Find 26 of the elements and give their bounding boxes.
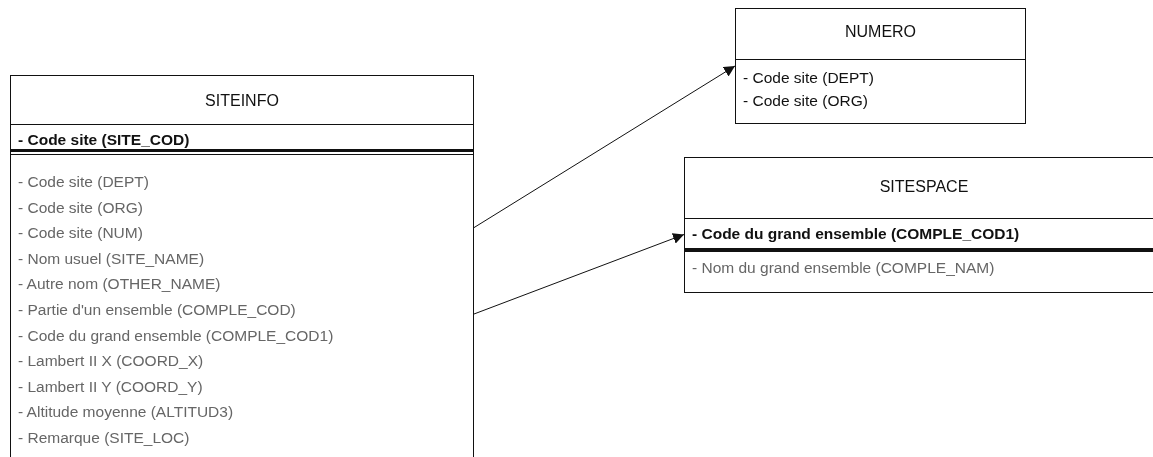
table-box bbox=[735, 8, 1026, 124]
arrow bbox=[473, 65, 736, 229]
attribute: - Code site (ORG) bbox=[18, 198, 143, 216]
attribute: - Altitude moyenne (ALTITUD3) bbox=[18, 403, 234, 421]
attribute: - Lambert II Y (COORD_Y) bbox=[18, 377, 203, 395]
attribute: - Code site (DEPT) bbox=[743, 69, 874, 86]
attribute: - Remarque (SITE_LOC) bbox=[18, 428, 190, 446]
attribute: - Nom usuel (SITE_NAME) bbox=[18, 249, 205, 267]
key-attribute: - Code du grand ensemble (COMPLE_COD1) bbox=[692, 225, 1020, 242]
attribute: - Nom du grand ensemble (COMPLE_NAM) bbox=[692, 259, 995, 276]
table-title: NUMERO bbox=[844, 23, 917, 40]
attribute: - Code site (NUM) bbox=[18, 224, 143, 242]
attribute: - Code site (DEPT) bbox=[18, 173, 149, 190]
table-box bbox=[684, 157, 1153, 293]
arrow bbox=[473, 233, 685, 315]
attribute: - Code site (ORG) bbox=[743, 92, 868, 109]
table-title: SITEINFO bbox=[205, 92, 279, 109]
key-section bbox=[685, 218, 1153, 251]
attribute: - Autre nom (OTHER_NAME) bbox=[18, 275, 221, 293]
attribute: - Partie d'un ensemble (COMPLE_COD) bbox=[18, 300, 296, 318]
table-box bbox=[10, 75, 474, 457]
key-attribute: - Code site (SITE_COD) bbox=[18, 131, 190, 148]
attribute: - Lambert II X (COORD_X) bbox=[18, 352, 204, 370]
attribute: - Code du grand ensemble (COMPLE_COD1) bbox=[18, 326, 334, 344]
table-title: SITESPACE bbox=[879, 178, 969, 195]
key-section bbox=[11, 124, 473, 152]
